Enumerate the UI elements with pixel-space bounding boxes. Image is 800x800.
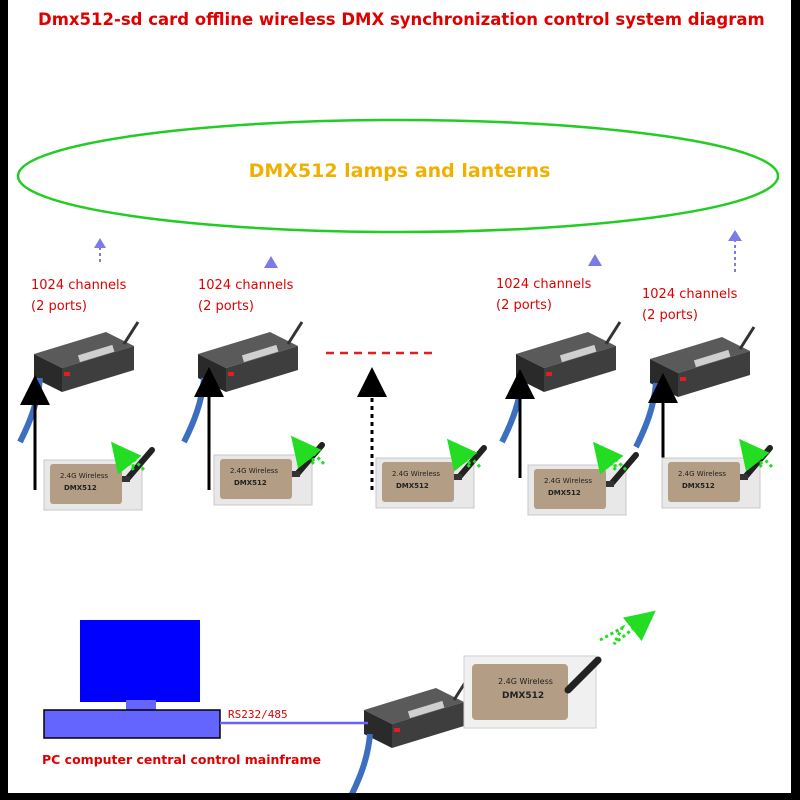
svg-text:2.4G Wireless: 2.4G Wireless [60,472,108,480]
diagram-canvas: Dmx512-sd card offline wireless DMX sync… [8,0,791,793]
channel-label-2: 1024 channels(2 ports) [198,275,293,317]
channel-label-1: 1024 channels(2 ports) [31,275,126,317]
svg-text:2.4G Wireless: 2.4G Wireless [230,467,278,475]
svg-text:DMX512: DMX512 [64,484,97,492]
channel-label-4: 1024 channels(2 ports) [496,274,591,316]
lamps-label: DMX512 lamps and lanterns [8,160,791,182]
up-arrows [94,230,742,272]
svg-text:2.4G Wireless: 2.4G Wireless [544,477,592,485]
svg-text:DMX512: DMX512 [682,482,715,490]
sd-controller-1 [20,322,138,442]
pc-monitor [80,620,200,702]
transmit-signal-arrow [600,620,644,644]
wireless-receiver-1 [44,450,152,510]
svg-text:DMX512: DMX512 [234,479,267,487]
channel-label-5: 1024 channels(2 ports) [642,284,737,326]
svg-text:DMX512: DMX512 [396,482,429,490]
svg-text:2.4G Wireless: 2.4G Wireless [678,470,726,478]
pc-stand [126,700,156,710]
sd-controller-5 [636,327,754,447]
svg-text:2.4G Wireless: 2.4G Wireless [498,677,553,686]
diagram-graphics: 2.4G Wireless DMX512 2.4G Wireless DMX51… [8,0,791,793]
main-controller [350,678,468,793]
connection-label: RS232/485 [228,708,288,721]
pc-label: PC computer central control mainframe [42,752,321,767]
sd-controller-2 [184,322,302,442]
svg-text:DMX512: DMX512 [502,691,544,701]
pc-base [44,710,220,738]
svg-text:DMX512: DMX512 [548,489,581,497]
svg-text:2.4G Wireless: 2.4G Wireless [392,470,440,478]
